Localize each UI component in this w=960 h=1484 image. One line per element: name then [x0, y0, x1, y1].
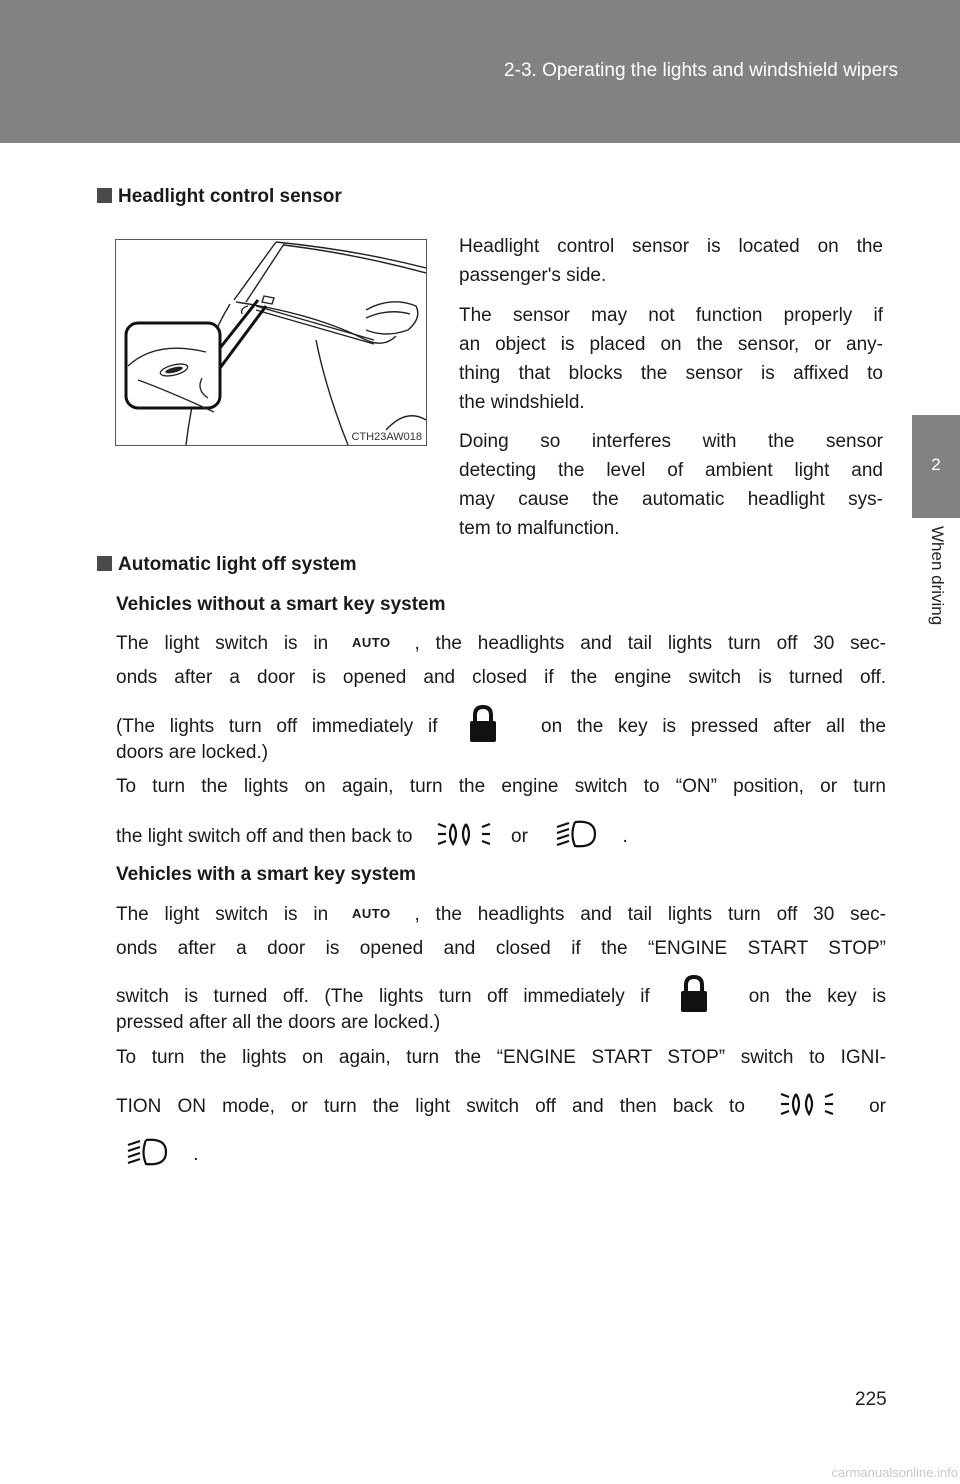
body-line: onds after a door is opened and closed i…: [116, 938, 886, 959]
sensor-text-line: tem to malfunction.: [459, 518, 620, 539]
subheading-with-smart-key: Vehicles with a smart key system: [116, 864, 416, 885]
sensor-text-line: an object is placed on the sensor, or an…: [459, 334, 883, 355]
sensor-text-line: passenger's side.: [459, 265, 607, 286]
page-number: 225: [855, 1389, 887, 1410]
sensor-text-line: thing that blocks the sensor is affixed …: [459, 363, 883, 384]
sensor-text-line: The sensor may not function properly if: [459, 305, 883, 326]
body-line: The light switch is in AUTO , the headli…: [116, 633, 887, 654]
body-line: The light switch is in AUTO , the headli…: [116, 904, 887, 925]
body-line: To turn the lights on again, turn the “E…: [116, 1047, 886, 1068]
lock-icon: [466, 704, 500, 750]
sensor-text-line: Headlight control sensor is located on t…: [459, 236, 883, 257]
body-line: To turn the lights on again, turn the en…: [116, 776, 886, 797]
subheading-without-smart-key: Vehicles without a smart key system: [116, 594, 446, 615]
sensor-text-line: the windshield.: [459, 392, 585, 413]
parking-light-icon: [436, 818, 492, 856]
illustration-code: CTH23AW018: [351, 431, 422, 443]
chapter-number: 2: [931, 455, 941, 474]
bullet-square-icon: [97, 188, 112, 203]
body-line: (The lights turn off immediately if on t…: [116, 704, 886, 750]
heading-auto-off: Automatic light off system: [97, 554, 357, 576]
watermark: carmanualsonline.info: [831, 1465, 958, 1480]
body-line: onds after a door is opened and closed i…: [116, 667, 886, 688]
auto-icon: AUTO: [352, 635, 391, 650]
body-line: the light switch off and then back to or…: [116, 818, 886, 856]
headlight-icon: [126, 1136, 170, 1174]
headlight-icon: [555, 818, 599, 856]
bullet-square-icon: [97, 556, 112, 571]
sensor-text-line: may cause the automatic headlight sys-: [459, 489, 883, 510]
sensor-text-line: detecting the level of ambient light and: [459, 460, 883, 481]
chapter-label: When driving: [928, 526, 947, 626]
parking-light-icon: [779, 1088, 835, 1126]
chapter-tab: 2: [912, 415, 960, 518]
heading-headlight-sensor: Headlight control sensor: [97, 186, 342, 208]
auto-icon: AUTO: [352, 906, 391, 921]
windshield-drawing: [124, 241, 427, 446]
page-header: 2-3. Operating the lights and windshield…: [0, 0, 960, 143]
sensor-illustration: CTH23AW018: [115, 239, 427, 446]
body-line: TION ON mode, or turn the light switch o…: [116, 1088, 886, 1126]
chapter-side-label: When driving: [916, 526, 960, 666]
sensor-text-line: Doing so interferes with the sensor: [459, 431, 883, 452]
body-line: doors are locked.): [116, 742, 269, 763]
body-line: switch is turned off. (The lights turn o…: [116, 974, 886, 1020]
lock-icon: [677, 974, 711, 1020]
body-line: .: [116, 1136, 886, 1174]
body-line: pressed after all the doors are locked.): [116, 1012, 441, 1033]
section-title: 2-3. Operating the lights and windshield…: [504, 60, 898, 81]
